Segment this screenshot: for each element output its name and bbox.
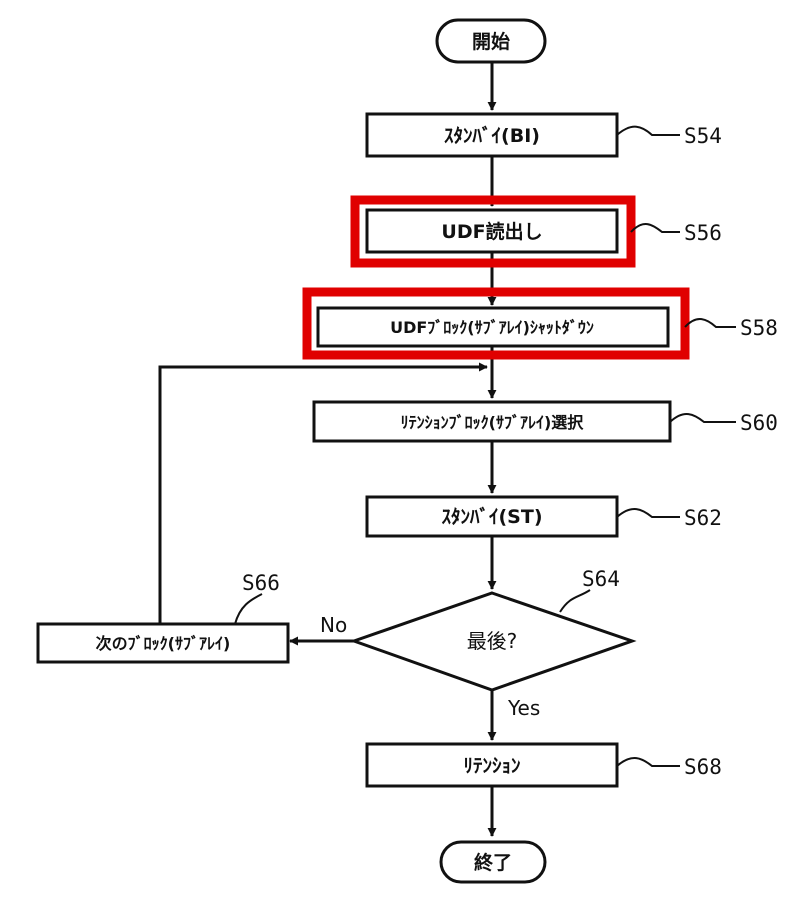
end-terminal: 終了 [439, 840, 547, 884]
step-s56-text: UDF読出し [441, 220, 542, 243]
step-s58: UDFﾌﾞﾛｯｸ(ｻﾌﾞｱﾚｲ)ｼｬｯﾄﾀﾞｳﾝ S58 [302, 287, 778, 360]
step-s54-text: ｽﾀﾝﾊﾞｲ(BI) [444, 124, 540, 147]
branch-yes-label: Yes [507, 696, 540, 720]
step-s68-text: ﾘﾃﾝｼｮﾝ [463, 755, 520, 777]
step-s60: ﾘﾃﾝｼｮﾝﾌﾞﾛｯｸ(ｻﾌﾞｱﾚｲ)選択 S60 [312, 400, 778, 443]
step-s54-id: S54 [684, 124, 722, 148]
start-label: 開始 [472, 30, 510, 53]
step-s66-text: 次のﾌﾞﾛｯｸ(ｻﾌﾞｱﾚｲ) [96, 634, 231, 653]
step-s66-id: S66 [242, 571, 280, 595]
connectors [158, 62, 497, 837]
step-s68-id: S68 [684, 755, 722, 779]
step-s62: ｽﾀﾝﾊﾞｲ(ST) S62 [365, 495, 722, 538]
decision-s64-id: S64 [582, 567, 620, 591]
step-s66: 次のﾌﾞﾛｯｸ(ｻﾌﾞｱﾚｲ) S66 [36, 571, 290, 664]
step-s60-text: ﾘﾃﾝｼｮﾝﾌﾞﾛｯｸ(ｻﾌﾞｱﾚｲ)選択 [401, 413, 585, 432]
step-s62-id: S62 [684, 506, 722, 530]
highlight-frame-s58 [302, 287, 690, 360]
branch-no-label: No [320, 613, 347, 637]
step-s58-text: UDFﾌﾞﾛｯｸ(ｻﾌﾞｱﾚｲ)ｼｬｯﾄﾀﾞｳﾝ [390, 318, 594, 337]
step-s68: ﾘﾃﾝｼｮﾝ S68 [365, 742, 722, 788]
step-s56-id: S56 [684, 221, 722, 245]
step-s54: ｽﾀﾝﾊﾞｲ(BI) S54 [365, 112, 722, 158]
step-s62-text: ｽﾀﾝﾊﾞｲ(ST) [441, 505, 542, 528]
decision-s64-text: 最後? [467, 629, 518, 653]
end-label: 終了 [474, 851, 512, 874]
decision-s64: 最後? S64 No Yes [320, 567, 637, 720]
step-s56: UDF読出し S56 [350, 195, 722, 268]
step-s58-id: S58 [740, 316, 778, 340]
start-terminal: 開始 [435, 18, 547, 64]
loop-back-line [158, 362, 488, 624]
step-s60-id: S60 [740, 411, 778, 435]
